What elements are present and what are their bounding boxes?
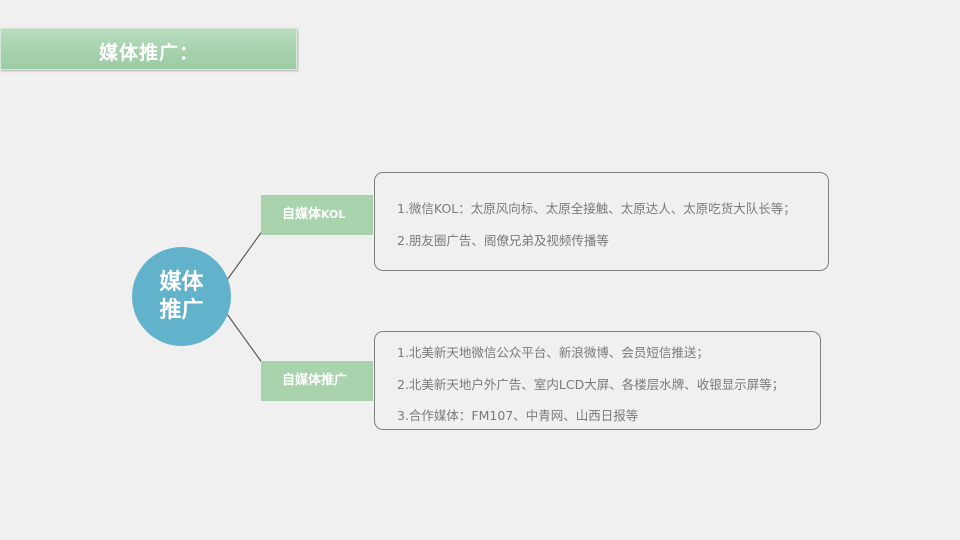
center-node: 媒体 推广 <box>132 247 231 346</box>
detail-box-kol: 1.微信KOL：太原风向标、太原全接触、太原达人、太原吃货大队长等； 2.朋友圈… <box>374 172 829 271</box>
detail-2-line-3: 3.合作媒体：FM107、中青网、山西日报等 <box>397 408 639 423</box>
branch-1-label-main: 自媒体 <box>282 207 322 222</box>
branch-2-label-main: 自媒体推广 <box>282 373 348 388</box>
branch-1-label-suffix: KOL <box>321 208 346 221</box>
center-node-line1: 媒体 <box>159 269 204 295</box>
detail-2-line-2: 2.北美新天地户外广告、室内LCD大屏、各楼层水牌、收银显示屏等； <box>397 377 785 392</box>
detail-box-promotion: 1.北美新天地微信公众平台、新浪微博、会员短信推送； 2.北美新天地户外广告、室… <box>374 331 821 430</box>
page-title: 媒体推广： <box>99 42 200 64</box>
center-node-line2: 推广 <box>159 297 204 323</box>
title-banner: 媒体推广： <box>0 28 297 70</box>
detail-1-line-2: 2.朋友圈广告、阁僚兄弟及视频传播等 <box>397 233 609 248</box>
branch-self-media-promotion: 自媒体推广 <box>261 361 373 401</box>
detail-2-line-1: 1.北美新天地微信公众平台、新浪微博、会员短信推送； <box>397 345 709 360</box>
detail-1-line-1: 1.微信KOL：太原风向标、太原全接触、太原达人、太原吃货大队长等； <box>397 201 796 216</box>
branch-self-media-kol: 自媒体KOL <box>261 195 373 235</box>
